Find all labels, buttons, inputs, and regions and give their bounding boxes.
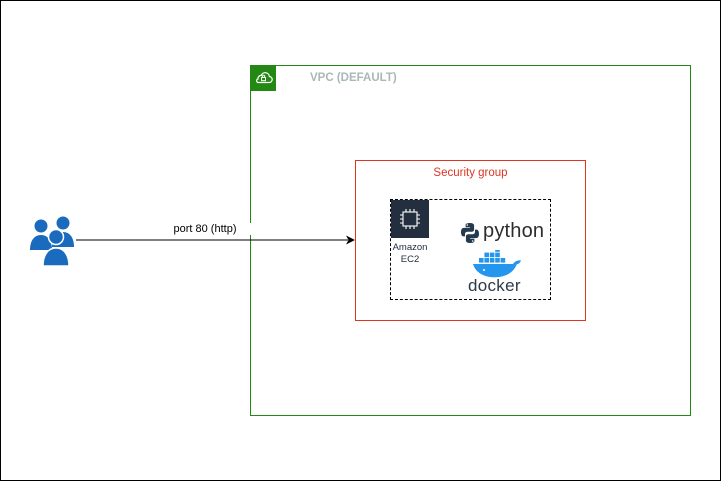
vpc-label: VPC (DEFAULT) (310, 72, 397, 84)
ec2-chip-icon (391, 200, 429, 238)
vpc-cloud-lock-icon (251, 66, 276, 91)
edge-label: port 80 (http) (150, 223, 260, 235)
ec2-label-line2: EC2 (400, 254, 420, 265)
security-group-label: Security group (433, 167, 508, 179)
ec2-label: Amazon EC2 (380, 242, 440, 266)
security-group (355, 160, 586, 321)
docker-whale-icon (473, 250, 521, 278)
instance-group (390, 199, 551, 300)
ec2-label-line1: Amazon (392, 242, 428, 253)
python-logo-icon (461, 223, 479, 243)
python-logo-text: python (483, 220, 545, 242)
docker-logo-text: docker (468, 276, 521, 295)
users-icon (30, 216, 74, 266)
